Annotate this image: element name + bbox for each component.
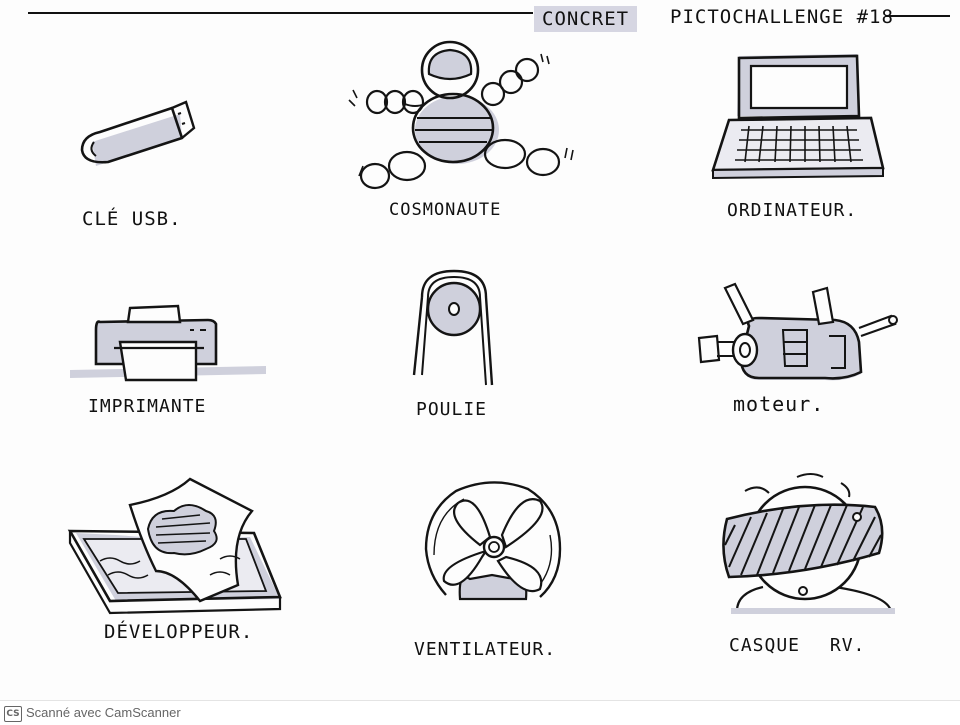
- camscanner-logo-icon: CS: [4, 706, 22, 722]
- item-printer: IMPRIMANTE: [70, 290, 270, 430]
- caption-printer: IMPRIMANTE: [88, 396, 207, 417]
- laptop-icon: [711, 54, 885, 180]
- item-engine: moteur.: [695, 280, 905, 430]
- fan-icon: [424, 481, 562, 601]
- caption-engine: moteur.: [733, 392, 825, 416]
- caption-usb-key: CLÉ USB.: [82, 208, 182, 230]
- caption-photo-developer: DÉVELOPPEUR.: [104, 621, 254, 643]
- header-category: CONCRET: [534, 6, 638, 32]
- item-vr-headset: CASQUE RV.: [715, 465, 915, 665]
- printer-icon: [70, 304, 267, 382]
- scanner-footer: CS Scanné avec CamScanner: [0, 700, 960, 725]
- caption-pulley: POULIE: [416, 399, 488, 420]
- cosmonaut-icon: [348, 40, 574, 190]
- item-usb-key: CLÉ USB.: [60, 80, 230, 240]
- item-fan: VENTILATEUR.: [410, 475, 600, 665]
- item-cosmonaut: COSMONAUTE: [345, 30, 585, 230]
- item-photo-developer: DÉVELOPPEUR.: [60, 475, 290, 655]
- scanner-label: Scanné avec CamScanner: [26, 705, 181, 720]
- usb-key-icon: [80, 100, 196, 166]
- caption-vr-headset: CASQUE RV.: [729, 635, 866, 656]
- header-title: PICTOCHALLENGE #18: [670, 6, 894, 28]
- item-pulley: POULIE: [400, 265, 540, 430]
- caption-laptop: ORDINATEUR.: [727, 200, 858, 221]
- header-rule-right: [885, 15, 950, 17]
- engine-icon: [697, 282, 898, 381]
- pulley-icon: [412, 269, 494, 386]
- item-laptop: ORDINATEUR.: [705, 50, 905, 230]
- header-rule-left: [28, 12, 533, 14]
- caption-fan: VENTILATEUR.: [414, 639, 557, 660]
- photo-developer-icon: [67, 477, 282, 615]
- vr-headset-icon: [722, 473, 895, 614]
- caption-cosmonaut: COSMONAUTE: [389, 200, 502, 220]
